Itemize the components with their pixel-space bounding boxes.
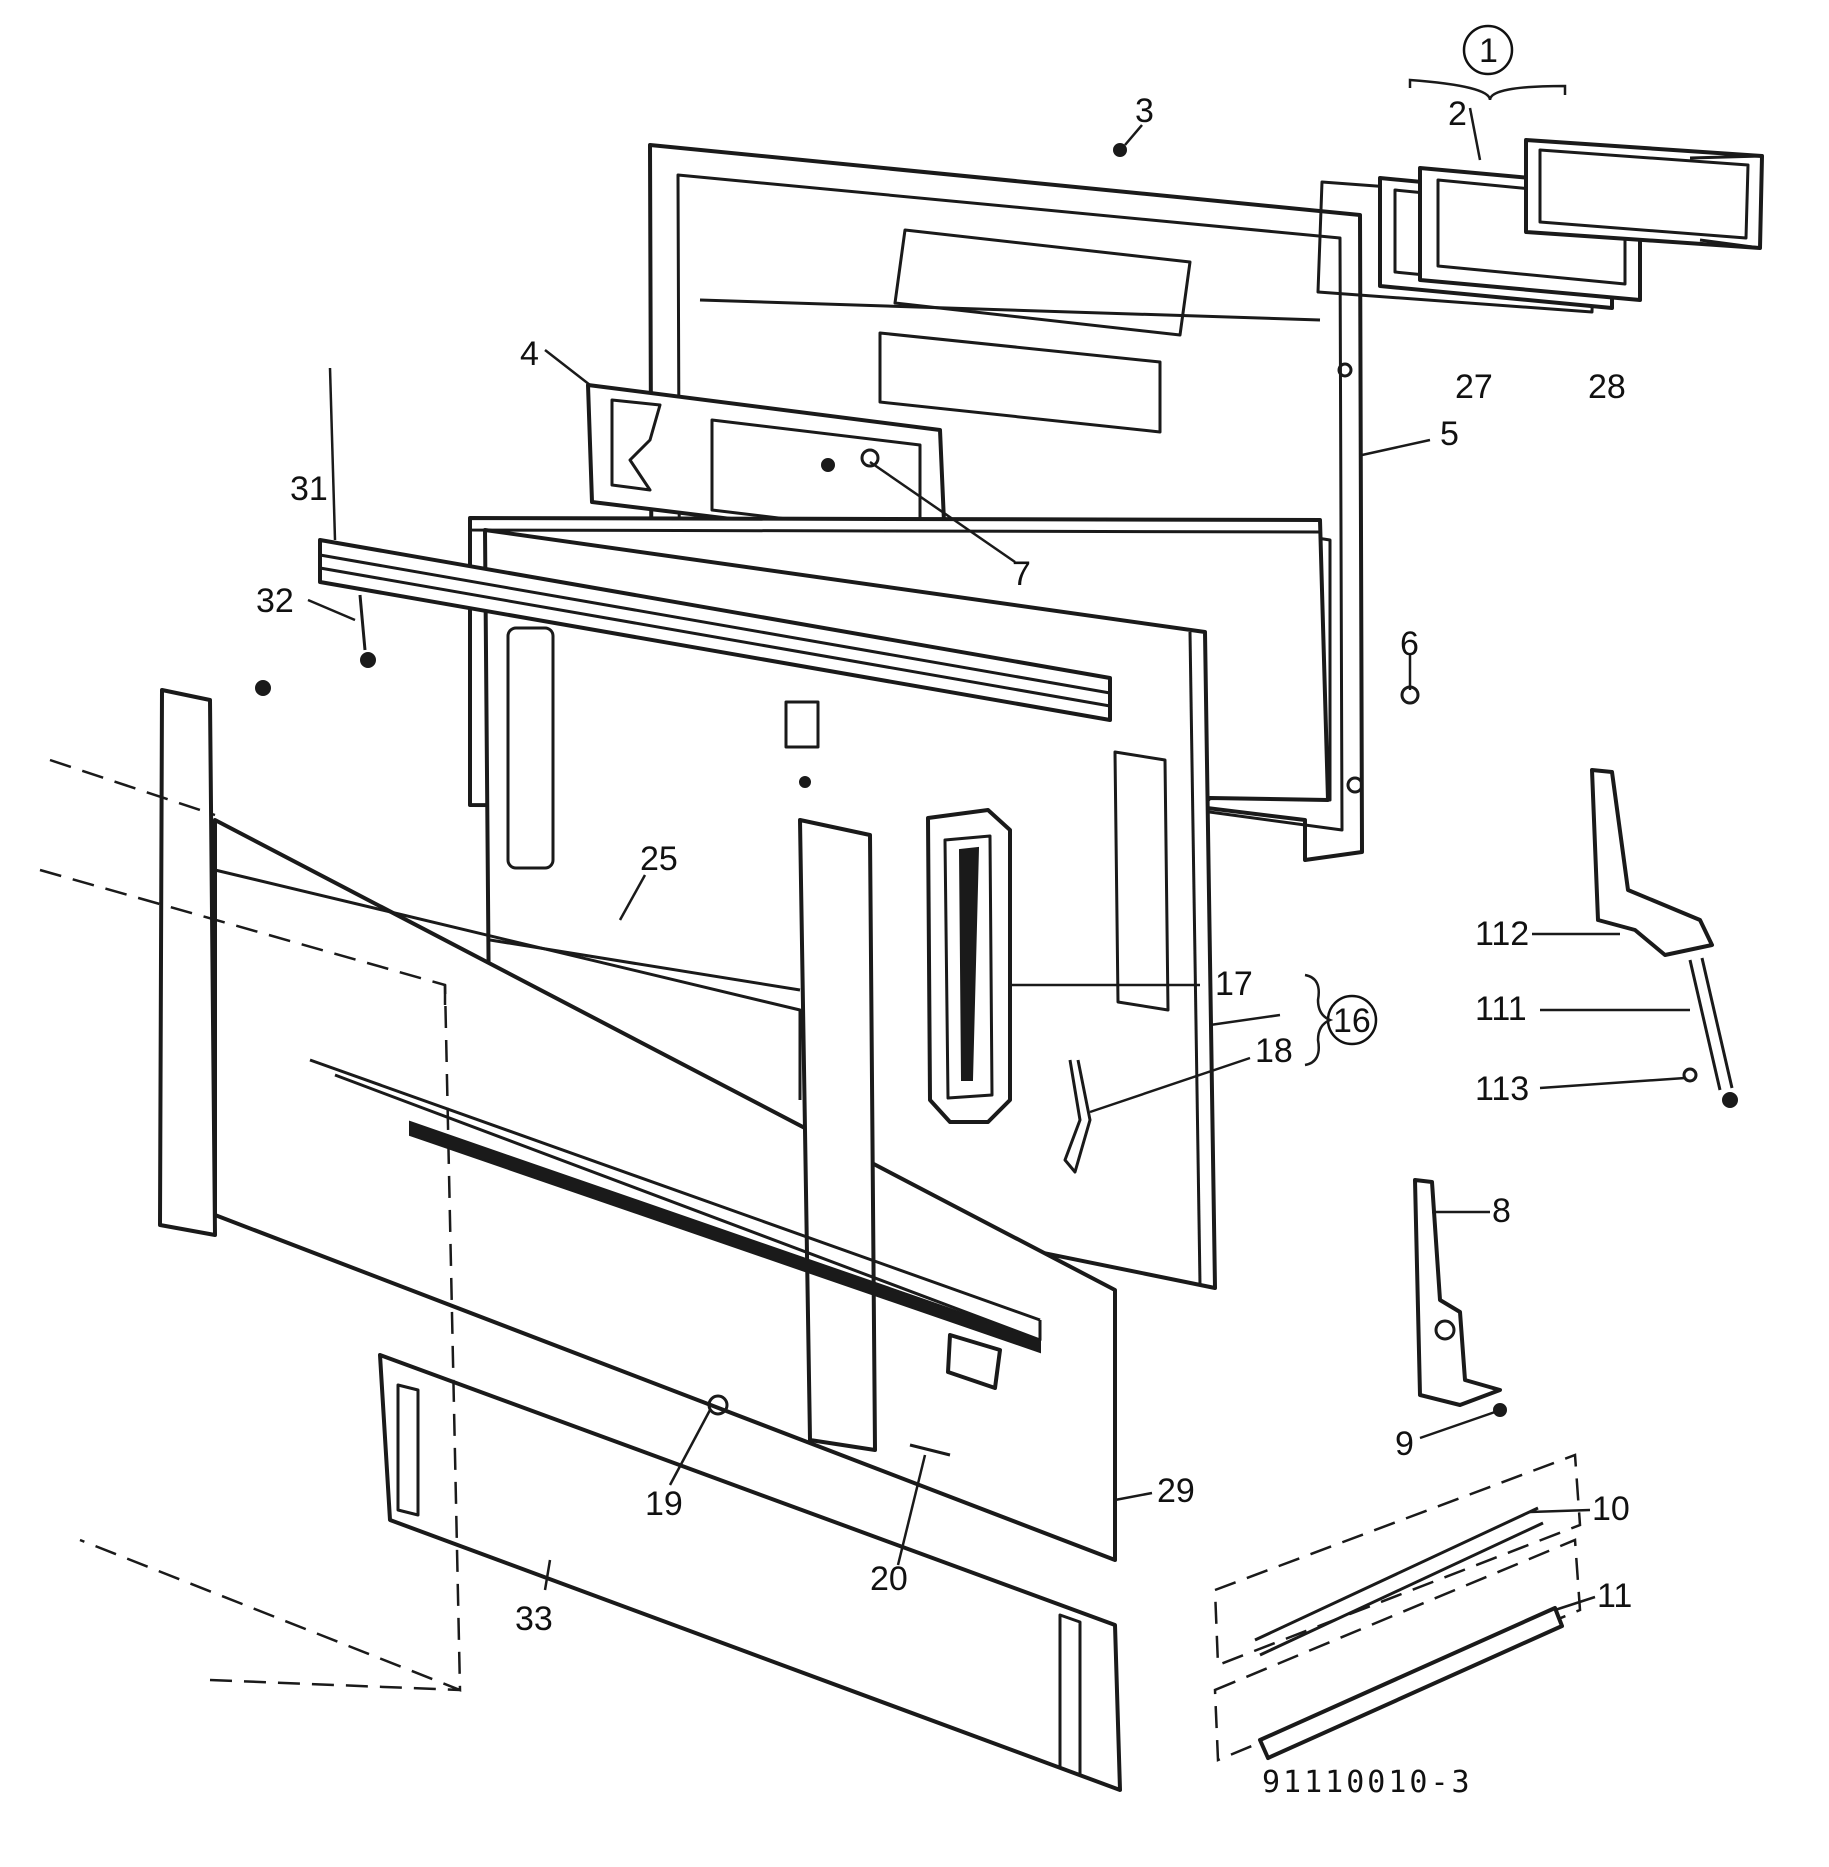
callout-labels: 1 2 3 4 5 6 7 8 9 10 11 16 17 18 19 20 2… [256,24,1632,1638]
callout-3: 3 [1135,92,1154,130]
part-8-9-lower-hinge [1413,1178,1507,1417]
callout-18: 18 [1255,1032,1293,1070]
part-31-top-trim [318,538,1112,722]
part-18-spring-clip [1063,1059,1092,1174]
callout-5: 5 [1440,415,1459,453]
part-33-kick-plate [378,1353,1122,1792]
leader-lines [307,78,1690,1612]
callout-28: 28 [1588,368,1626,406]
callout-111: 111 [1475,990,1527,1028]
callout-20: 20 [870,1560,908,1598]
callout-29: 29 [1157,1472,1195,1510]
callout-6: 6 [1400,625,1419,663]
callout-25: 25 [640,840,678,878]
part-17-hinge-latch [926,808,1012,1124]
callout-113: 113 [1475,1070,1529,1108]
callout-31: 31 [290,470,328,508]
part-10-11-spring-rod [1213,1453,1582,1762]
callout-1: 1 [1479,32,1498,70]
part-112-111-113-hinge-arm [1590,768,1738,1108]
callout-27: 27 [1455,368,1493,406]
callout-7: 7 [1012,555,1031,593]
brace-16 [1304,973,1334,1067]
callout-11: 11 [1597,1577,1632,1615]
callout-112: 112 [1475,915,1529,953]
drawing-number: 91110010-3 [1262,1765,1473,1800]
callout-9: 9 [1395,1425,1414,1463]
callout-8: 8 [1492,1192,1511,1230]
callout-4: 4 [520,335,539,373]
small-hardware [255,143,1420,1457]
callout-19: 19 [645,1485,683,1523]
callout-16: 16 [1333,1002,1371,1040]
callout-10: 10 [1592,1490,1630,1528]
callout-2: 2 [1448,95,1467,133]
part-25-29-outer-door [158,688,1117,1562]
callout-17: 17 [1215,965,1253,1003]
callout-ring-1 [1462,24,1514,76]
dashed-envelope [39,758,462,1692]
part-27-28-2-vent-assembly [1316,138,1764,314]
callout-33: 33 [515,1600,553,1638]
callout-32: 32 [256,582,294,620]
